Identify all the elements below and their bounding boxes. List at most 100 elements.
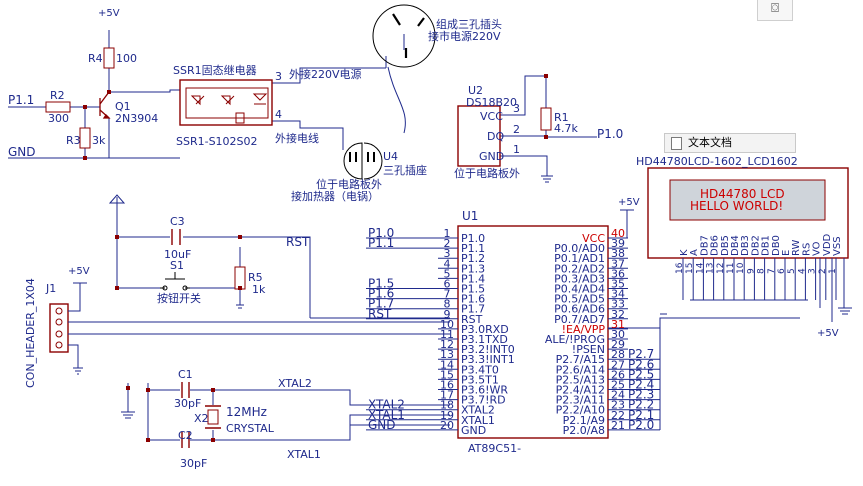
note-220v: 外接220V电源 xyxy=(289,67,362,81)
c1-capacitor xyxy=(181,382,190,398)
mcu-net-label-18: XTAL2 xyxy=(368,398,405,412)
mcu-pin-num-38: 38 xyxy=(611,247,625,260)
mcu-pin-name-22: P2.1/A9 xyxy=(563,414,605,427)
ssr1-part: SSR1-S102S02 xyxy=(176,135,258,148)
mcu-net-label-9: RST xyxy=(368,307,392,321)
socket-desc: 三孔插座 xyxy=(383,163,427,177)
mcu-pin-num-8: 8 xyxy=(444,298,451,311)
r4-value: 100 xyxy=(116,52,137,65)
mcu-pin-num-37: 37 xyxy=(611,257,625,270)
r4-ref: R4 xyxy=(88,52,103,65)
lcd-pin-num-16: 16 xyxy=(675,262,685,274)
x2-desc: CRYSTAL xyxy=(226,422,275,435)
lcd-pin-num-2: 2 xyxy=(818,268,828,274)
mcu-pin-name-2: P1.1 xyxy=(461,242,485,255)
lcd-screen xyxy=(669,179,826,221)
mcu-pin-name-26: P2.5/A13 xyxy=(556,373,605,386)
lcd-pin-name-rs: RS xyxy=(801,243,812,256)
u2-note: 位于电路板外 xyxy=(454,166,520,180)
u2-ref: U2 xyxy=(468,84,483,97)
select-tool-icon: ⌼ xyxy=(771,1,779,16)
mcu-pin-num-17: 17 xyxy=(440,389,454,402)
plus5v-label-a: +5V xyxy=(98,8,120,19)
corner-tool-button[interactable]: ⌼ xyxy=(757,0,793,21)
mcu-pin-num-29: 29 xyxy=(611,338,625,351)
mcu-pin-name-23: P2.2/A10 xyxy=(556,404,605,417)
lcd-pin-lines xyxy=(682,258,837,300)
lcd-pin-num-14: 14 xyxy=(695,262,705,274)
mcu-pin-num-19: 19 xyxy=(440,409,454,422)
c2-capacitor xyxy=(181,432,190,448)
mcu-pin-name-4: P1.3 xyxy=(461,262,485,275)
lcd-pin-name-vdd: VDD xyxy=(822,233,833,256)
mcu-pin-num-22: 22 xyxy=(611,409,625,422)
socket-note-2: 接加热器（电锅） xyxy=(291,190,379,203)
mcu-pin-num-15: 15 xyxy=(440,368,454,381)
mcu-pin-num-14: 14 xyxy=(440,358,454,371)
lcd-line-1: HD44780 LCD xyxy=(700,187,785,201)
mcu-pin-num-30: 30 xyxy=(611,328,625,341)
mcu-pin-num-4: 4 xyxy=(444,257,451,270)
q1-ref: Q1 xyxy=(115,100,131,113)
mcu-net-label-21: P2.0 xyxy=(628,418,654,432)
mcu-pin-num-34: 34 xyxy=(611,288,625,301)
mcu-net-label-2: P1.1 xyxy=(368,236,394,250)
mcu-ref: U1 xyxy=(462,209,478,223)
mcu-pin-num-32: 32 xyxy=(611,308,625,321)
socket-symbol xyxy=(343,142,383,180)
mcu-net-label-20: GND xyxy=(368,418,396,432)
mcu-pin-name-7: P1.6 xyxy=(461,293,485,306)
mcu-pin-name-16: P3.6!WR xyxy=(461,384,508,397)
mcu-net-label-26: P2.5 xyxy=(628,367,654,381)
r3-resistor xyxy=(79,127,91,149)
mcu-net-label-25: P2.4 xyxy=(628,378,654,392)
mcu-pin-name-40: VCC xyxy=(582,232,605,245)
mcu-pin-num-39: 39 xyxy=(611,237,625,250)
mcu-pin-name-13: P3.3!INT1 xyxy=(461,353,515,366)
lcd-pin-name-rw: RW xyxy=(791,239,802,256)
mcu-pin-name-29: !PSEN xyxy=(572,343,605,356)
c1-ref: C1 xyxy=(178,368,193,381)
net-xtal1: XTAL1 xyxy=(287,448,321,461)
mcu-pin-name-30: ALE/!PROG xyxy=(545,333,605,346)
lcd-pin-name-db7: DB7 xyxy=(699,235,710,256)
mcu-pin-num-16: 16 xyxy=(440,379,454,392)
lcd-pin-name-db5: DB5 xyxy=(720,235,731,256)
mcu-pin-num-23: 23 xyxy=(611,399,625,412)
file-tooltip[interactable]: 文本文档 xyxy=(664,133,796,153)
lcd-pin-num-7: 7 xyxy=(767,268,777,274)
mcu-pin-name-15: P3.5T1 xyxy=(461,373,499,386)
lcd-pin-name-db6: DB6 xyxy=(710,235,721,256)
lcd-pin-num-10: 10 xyxy=(736,262,746,274)
u2-pin3: 3 xyxy=(513,102,520,115)
lcd-part: HD44780LCD-1602_LCD1602 xyxy=(636,155,798,168)
j1-header xyxy=(49,303,69,353)
u2-pin1: 1 xyxy=(513,143,520,156)
ds18b20-body xyxy=(457,105,501,167)
lcd-pin-name-db1: DB1 xyxy=(761,235,772,256)
mcu-pin-name-12: P3.2!INT0 xyxy=(461,343,515,356)
net-rst: RST xyxy=(286,235,310,249)
mcu-pin-lines xyxy=(366,237,660,431)
mcu-pin-num-26: 26 xyxy=(611,368,625,381)
x2-ref: X2 xyxy=(194,412,209,425)
mcu-pin-num-13: 13 xyxy=(440,348,454,361)
mcu-pin-name-28: P2.7/A15 xyxy=(556,353,605,366)
lcd-pin-name-k: K xyxy=(679,249,690,256)
mcu-pin-num-31: 31 xyxy=(611,318,625,331)
u2-vcc: VCC xyxy=(480,110,503,123)
mcu-pin-name-35: P0.4/AD4 xyxy=(554,283,605,296)
r1-resistor xyxy=(540,107,552,131)
j1-part: CON_HEADER_1X04 xyxy=(24,278,37,388)
mcu-pin-name-8: P1.7 xyxy=(461,303,485,316)
mcu-pin-num-20: 20 xyxy=(440,419,454,432)
mcu-pin-num-36: 36 xyxy=(611,267,625,280)
lcd-pin-num-1: 1 xyxy=(828,268,838,274)
mcu-pin-name-9: RST xyxy=(461,313,483,326)
mcu-pin-name-24: P2.3/A11 xyxy=(556,394,605,407)
ssr1-relay xyxy=(179,79,273,126)
mcu-pin-num-33: 33 xyxy=(611,298,625,311)
plug-label-1: 组成三孔插头 xyxy=(436,17,502,31)
